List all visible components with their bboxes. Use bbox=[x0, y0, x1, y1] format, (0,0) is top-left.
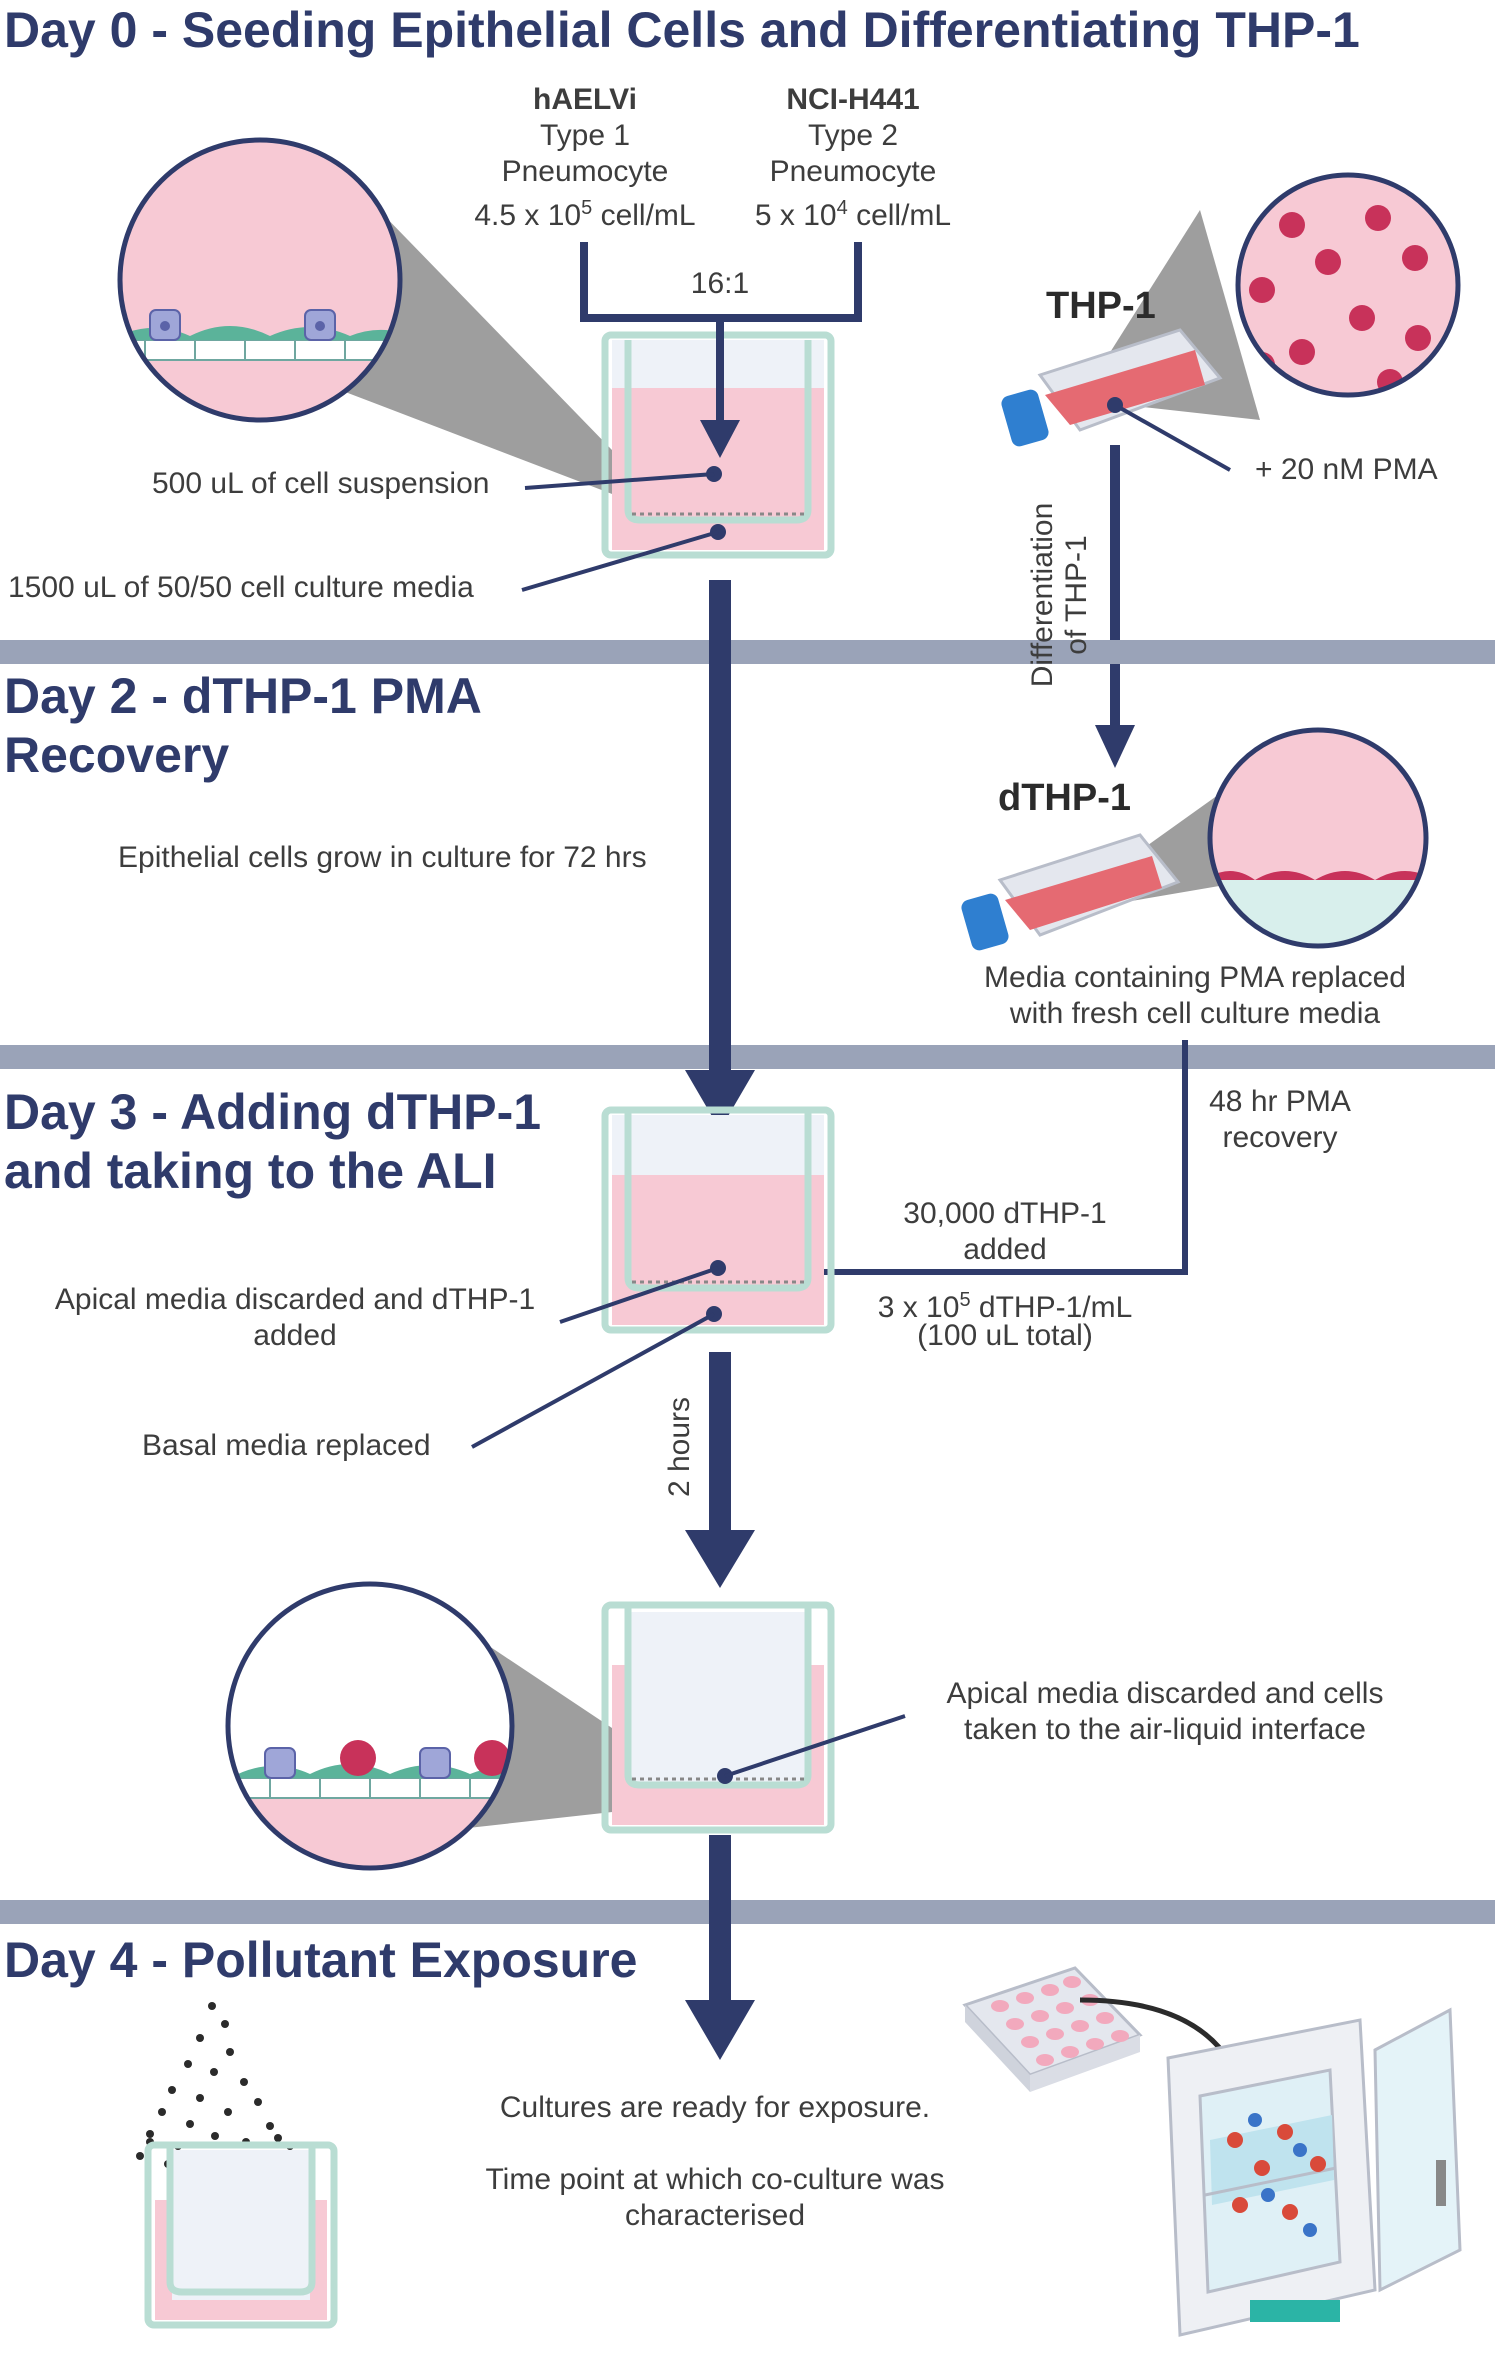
differentiation-line2: of THP-1 bbox=[1060, 535, 1093, 655]
section-divider-2 bbox=[0, 1045, 1495, 1069]
cell2-density-exp: 4 bbox=[836, 197, 848, 219]
dthp1-concentration: 3 x 105 dTHP-1/mL bbox=[860, 1282, 1150, 1326]
seeding-bracket bbox=[580, 242, 862, 430]
cell-suspension-label: 500 uL of cell suspension bbox=[152, 467, 490, 500]
epithelial-growth-label: Epithelial cells grow in culture for 72 … bbox=[118, 841, 647, 874]
timepoint-line2: characterised bbox=[624, 2199, 806, 2232]
ali-zoom-circle-icon bbox=[225, 1581, 515, 1871]
cell1-type-line1: Type 1 bbox=[539, 119, 631, 152]
cell1-type-line2: Pneumocyte bbox=[501, 155, 669, 188]
cell1-density: 4.5 x 105 cell/mL bbox=[440, 190, 730, 234]
apical-discard-line1: Apical media discarded and dTHP-1 bbox=[54, 1283, 536, 1316]
recovery-line2: recovery bbox=[1222, 1121, 1338, 1154]
transwell-day4-icon bbox=[144, 2141, 338, 2329]
ali-line1: Apical media discarded and cells bbox=[946, 1677, 1384, 1710]
dthp1-label: dTHP-1 bbox=[998, 777, 1131, 819]
apical-discard-line2: added bbox=[253, 1319, 337, 1352]
cell1-density-unit: cell/mL bbox=[592, 199, 696, 232]
section-divider-3 bbox=[0, 1900, 1495, 1924]
dthp1-flask-icon bbox=[961, 833, 1181, 951]
zoom-circle-icon bbox=[117, 137, 403, 423]
transwell-day3-icon bbox=[601, 1106, 835, 1334]
day3-title-line2: and taking to the ALI bbox=[4, 1143, 497, 1199]
conc-exp: 5 bbox=[959, 1289, 971, 1311]
recovery-line1: 48 hr PMA bbox=[1209, 1085, 1351, 1118]
media-replaced-line1: Media containing PMA replaced bbox=[984, 961, 1406, 994]
cell2-density-unit: cell/mL bbox=[847, 199, 952, 232]
cell1-density-base: 4.5 x 10 bbox=[474, 199, 582, 232]
recovery-arrow bbox=[800, 1040, 1188, 1275]
dthp1-added-line2: added bbox=[963, 1233, 1047, 1266]
cell2-name: NCI-H441 bbox=[786, 83, 920, 116]
basal-media-label: Basal media replaced bbox=[142, 1429, 431, 1462]
dthp1-total: (100 uL total) bbox=[917, 1319, 1093, 1352]
dthp1-added-line1: 30,000 dTHP-1 bbox=[903, 1197, 1107, 1230]
dthp1-zoom-circle-icon bbox=[1207, 727, 1429, 949]
culture-media-label: 1500 uL of 50/50 cell culture media bbox=[8, 571, 474, 604]
ready-label: Cultures are ready for exposure. bbox=[499, 2091, 931, 2124]
cell1-name: hAELVi bbox=[533, 83, 637, 116]
cell2-density-base: 5 x 10 bbox=[754, 199, 837, 232]
differentiation-line1: Differentiation bbox=[1026, 502, 1059, 688]
ali-line2: taken to the air-liquid interface bbox=[964, 1713, 1366, 1746]
two-hours-label: 2 hours bbox=[663, 1396, 696, 1498]
section-divider-1 bbox=[0, 640, 1495, 664]
day3-title-line1: Day 3 - Adding dTHP-1 bbox=[4, 1084, 542, 1140]
day4-title: Day 4 - Pollutant Exposure bbox=[4, 1932, 638, 1988]
zoom-cone-day0 bbox=[340, 170, 680, 520]
day2-title-line1: Day 2 - dTHP-1 PMA bbox=[4, 668, 482, 724]
day0-title: Day 0 - Seeding Epithelial Cells and Dif… bbox=[4, 2, 1360, 58]
seeding-ratio: 16:1 bbox=[690, 267, 750, 300]
cell1-density-exp: 5 bbox=[581, 197, 593, 219]
cell2-type-line2: Pneumocyte bbox=[769, 155, 937, 188]
seeding-arrowhead bbox=[700, 420, 740, 458]
cell2-density: 5 x 104 cell/mL bbox=[718, 190, 988, 234]
well-plate-icon bbox=[962, 1966, 1143, 2092]
thp1-label: THP-1 bbox=[1046, 285, 1156, 327]
conc-base: 3 x 10 bbox=[877, 1291, 960, 1324]
incubator-icon bbox=[1166, 2007, 1462, 2337]
media-replaced-line2: with fresh cell culture media bbox=[1009, 997, 1381, 1030]
day2-title-line2: Recovery bbox=[4, 727, 230, 783]
thp1-zoom-circle-icon bbox=[1235, 172, 1461, 398]
conc-unit: dTHP-1/mL bbox=[970, 1291, 1133, 1324]
cell-flask-icon bbox=[1001, 328, 1223, 447]
transwell-ali-icon bbox=[601, 1601, 835, 1834]
cell2-type-line1: Type 2 bbox=[807, 119, 899, 152]
timepoint-line1: Time point at which co-culture was bbox=[485, 2163, 945, 2196]
pma-label: + 20 nM PMA bbox=[1255, 453, 1438, 486]
